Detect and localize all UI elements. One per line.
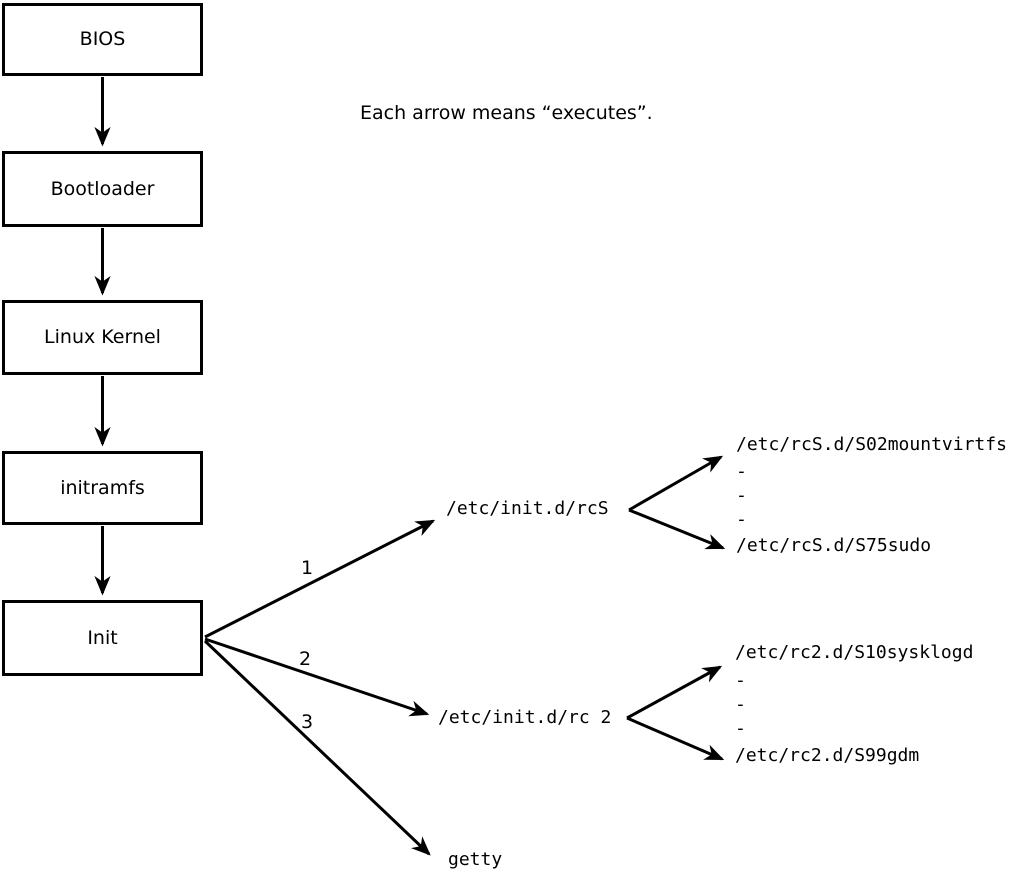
edge-label-3: 3 [301,711,314,733]
label-rc2-script: /etc/init.d/rc 2 [438,707,612,728]
label-rcs-child-ellipsis: - [736,509,747,530]
node-init: Init [2,600,203,676]
node-label: BIOS [79,28,126,50]
arrow-rc2-to-s99gdm [626,716,725,761]
node-bootloader: Bootloader [2,151,203,227]
arrow-rcs-to-s75sudo [628,508,726,550]
label-rcs-script: /etc/init.d/rcS [446,498,609,519]
arrow-rc2-to-s10sysklogd [626,665,723,720]
label-rcs-child-first: /etc/rcS.d/S02mountvirtfs [736,434,1007,455]
arrow-rcs-to-s02mountvirtfs [628,455,724,512]
arrow-init-to-getty [203,639,431,856]
node-linux-kernel: Linux Kernel [2,300,203,375]
label-getty: getty [448,849,503,870]
node-label: Linux Kernel [44,326,161,348]
arrow-init-to-rc2 [204,637,430,717]
caption: Each arrow means “executes”. [360,102,653,124]
label-rcs-child-ellipsis: - [736,485,747,506]
node-label: Bootloader [50,177,155,200]
node-bios: BIOS [2,3,203,76]
node-label: initramfs [60,476,145,499]
label-rcs-child-last: /etc/rcS.d/S75sudo [736,535,932,556]
label-rcs-child-ellipsis: - [736,461,747,482]
node-label: Init [87,626,118,649]
edge-label-1: 1 [301,557,314,579]
node-initramfs: initramfs [2,451,203,525]
label-rc2-child-ellipsis: - [735,694,746,715]
label-rc2-child-ellipsis: - [735,670,746,691]
label-rc2-child-last: /etc/rc2.d/S99gdm [735,745,920,766]
label-rc2-child-ellipsis: - [735,718,746,739]
label-rc2-child-first: /etc/rc2.d/S10sysklogd [735,642,974,663]
edge-label-2: 2 [299,648,312,670]
arrow-init-to-rcs [204,519,436,639]
